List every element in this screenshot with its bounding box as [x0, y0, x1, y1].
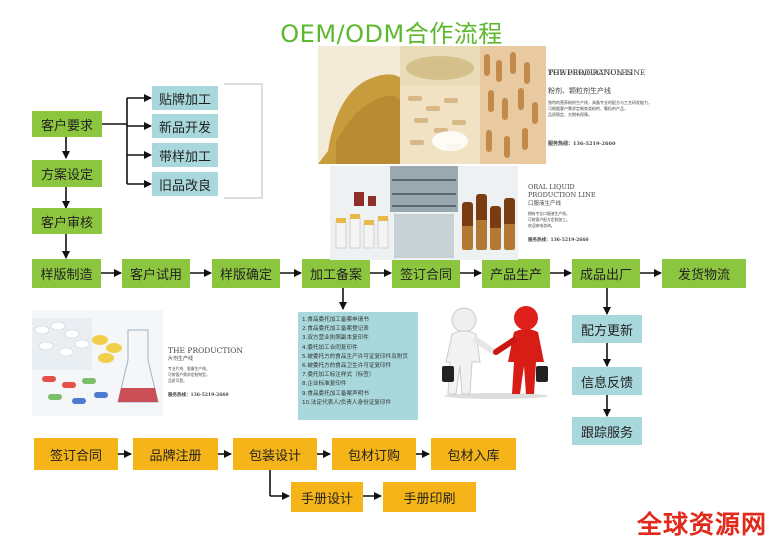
filing-doc: 6.被委托方的食品卫生许可证复印件	[302, 363, 392, 370]
filing-doc: 2.食品委托加工备案登记表	[302, 326, 369, 333]
main-step-7: 成品出厂	[572, 259, 640, 288]
option-product-improvement: 旧品改良	[152, 172, 218, 196]
tablet-heading-1: THE PRODUCTION	[168, 346, 243, 355]
filing-doc: 4.委托加工合同复印件	[302, 344, 358, 351]
liquid-body: 拥有专业口服液生产线，	[528, 211, 570, 216]
powder-heading-3: 粉剂、颗粒剂生产线	[548, 87, 611, 95]
watermark-logo: 全球资源网	[636, 510, 767, 539]
main-step-3: 样版确定	[212, 259, 280, 288]
tablets-photo	[32, 310, 163, 416]
powder-body: 可根据客户需求定制各类粉剂、颗粒剂产品，	[548, 106, 628, 111]
option-oem-label: 贴牌加工	[152, 86, 218, 110]
powder-hotline: 服务热线：136-5219-2660	[548, 141, 616, 147]
powder-body: 独特的营养粉剂生产线，具备专业的配方与工艺研发能力，	[548, 100, 652, 105]
step-plan-design: 方案设定	[32, 160, 102, 187]
bottom-step-1: 签订合同	[34, 438, 118, 470]
step-customer-requirements: 客户要求	[32, 111, 102, 137]
oral-liquid-photo	[330, 166, 518, 260]
option-new-product: 新品开发	[152, 114, 218, 138]
main-step-4: 加工备案	[302, 259, 370, 288]
tablet-body: 品质可靠。	[168, 378, 187, 383]
powder-heading-1: POWDER/GRANULES	[548, 68, 633, 77]
filing-doc: 1.食品委托加工备案申请书	[302, 317, 369, 323]
main-step-6: 产品生产	[482, 259, 550, 288]
page-title: OEM/ODM合作流程	[280, 20, 503, 48]
handshake-illustration	[436, 300, 556, 400]
main-step-5: 签订合同	[392, 259, 460, 288]
liquid-body: 可按客户配方定制加工。	[528, 217, 570, 222]
step-customer-review: 客户审核	[32, 208, 102, 234]
main-step-2: 客户试用	[122, 259, 190, 288]
liquid-body: 欢迎来电咨询。	[528, 223, 555, 228]
filing-doc: 3.双方营业执照副本复印件	[302, 335, 369, 342]
liquid-hotline: 服务热线：136-5219-2660	[528, 238, 589, 243]
liquid-heading-1: ORAL LIQUID	[528, 183, 575, 191]
manual-design: 手册设计	[291, 482, 363, 512]
after-sales-formula-update: 配方更新	[572, 315, 642, 343]
filing-documents-list: 1.食品委托加工备案申请书 2.食品委托加工备案登记表 3.双方营业执照副本复印…	[298, 312, 418, 420]
powder-heading-2: THE PRODUCTION LINE	[548, 68, 646, 77]
main-step-8: 发货物流	[662, 259, 746, 288]
tablet-body: 可按客户需求定制剂型，	[168, 372, 210, 377]
filing-doc: 8.企业标准复印件	[302, 381, 347, 388]
filing-doc: 9.食品委托加工备案声明书	[302, 390, 369, 397]
tablet-heading-2: 片剂生产线	[168, 356, 194, 362]
bottom-step-4: 包材订购	[332, 438, 416, 470]
filing-doc: 7.委托加工标注样式（标签）	[302, 372, 375, 379]
filing-doc: 10.法定代表人/负责人身份证复印件	[302, 399, 392, 406]
bottom-step-3: 包装设计	[233, 438, 317, 470]
tablet-hotline: 服务热线：136-5219-2660	[168, 393, 229, 398]
manual-printing: 手册印刷	[383, 482, 476, 512]
liquid-heading-2: PRODUCTION LINE	[528, 191, 596, 199]
bottom-step-5: 包材入库	[431, 438, 516, 470]
powder-products-photo	[318, 46, 546, 164]
liquid-heading-3: 口服液生产线	[528, 201, 562, 207]
tablet-body: 专业片剂、胶囊生产线，	[168, 366, 210, 371]
powder-body: 品质稳定，交期有保障。	[548, 112, 592, 117]
after-sales-tracking: 跟踪服务	[572, 417, 642, 445]
bottom-step-2: 品牌注册	[133, 438, 218, 470]
main-step-1: 样版制造	[32, 259, 101, 288]
after-sales-feedback: 信息反馈	[572, 367, 642, 395]
filing-doc: 5.被委托方的食品生产许可证复印件及附页	[302, 353, 409, 360]
option-sample-processing: 带样加工	[152, 143, 218, 167]
